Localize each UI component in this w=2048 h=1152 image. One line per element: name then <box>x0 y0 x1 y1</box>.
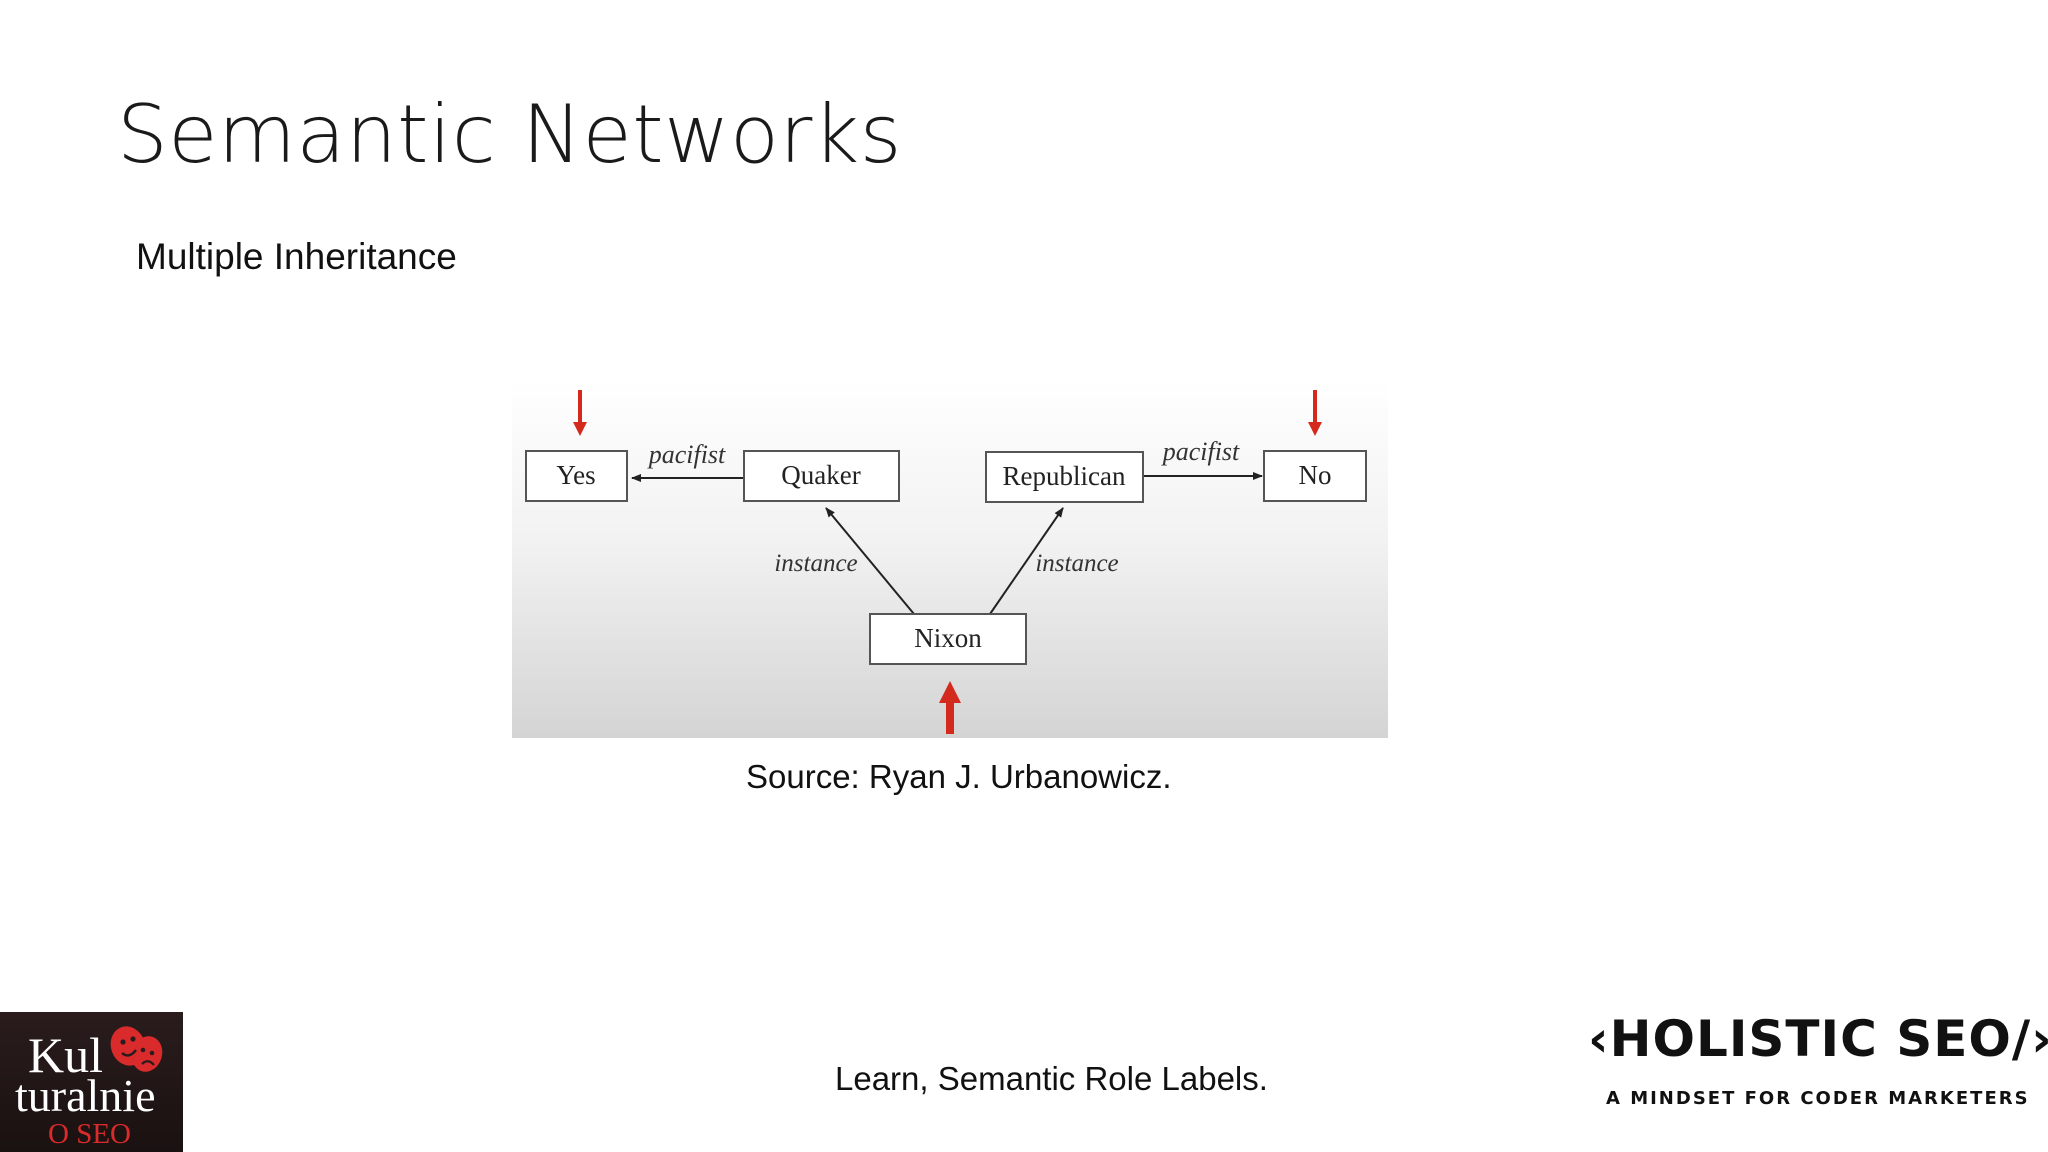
logo-left-line1: Kul <box>28 1027 103 1083</box>
node-quaker: Quaker <box>743 450 900 502</box>
node-republican: Republican <box>985 451 1144 503</box>
node-yes: Yes <box>525 450 628 502</box>
edge-label-instance-right: instance <box>1035 550 1118 577</box>
node-republican-label: Republican <box>1003 461 1126 491</box>
diagram-background <box>512 378 1388 738</box>
edge-nixon-republican <box>989 507 1064 615</box>
node-nixon: Nixon <box>869 613 1027 665</box>
node-yes-label: Yes <box>556 460 595 490</box>
slide-subtitle: Multiple Inheritance <box>136 236 457 277</box>
logo-left-line3: O SEO <box>48 1118 131 1150</box>
logo-left-line2: turalnie <box>15 1070 156 1121</box>
holistic-seo-brand: ‹HOLISTIC SEO/› <box>1588 1010 2048 1068</box>
edge-nixon-quaker <box>825 507 915 615</box>
node-no-label: No <box>1299 460 1332 490</box>
kulturalnie-o-seo-logo: Kul turalnie O SEO <box>0 1012 183 1152</box>
theater-masks-icon <box>110 1026 163 1072</box>
edge-label-pacifist-right: pacifist <box>1161 437 1240 466</box>
red-arrow-down-no-icon <box>1308 390 1322 436</box>
red-arrow-down-yes-icon <box>573 390 587 436</box>
edge-label-pacifist-left: pacifist <box>647 440 726 469</box>
edge-label-instance-left: instance <box>774 550 857 577</box>
slide-title: Semantic Networks <box>117 88 902 181</box>
node-no: No <box>1263 450 1367 502</box>
node-quaker-label: Quaker <box>781 460 860 490</box>
node-nixon-label: Nixon <box>914 623 982 653</box>
diagram-svg: pacifist pacifist instance instance Yes … <box>512 378 1388 738</box>
semantic-network-diagram: pacifist pacifist instance instance Yes … <box>512 378 1388 738</box>
diagram-caption: Source: Ryan J. Urbanowicz. <box>746 758 1172 795</box>
holistic-seo-tagline: A MINDSET FOR CODER MARKETERS <box>1606 1088 2030 1109</box>
footer-text: Learn, Semantic Role Labels. <box>835 1060 1268 1097</box>
red-arrow-up-nixon-icon <box>939 681 961 734</box>
holistic-seo-logo: ‹HOLISTIC SEO/› A MINDSET FOR CODER MARK… <box>1580 1010 2048 1120</box>
